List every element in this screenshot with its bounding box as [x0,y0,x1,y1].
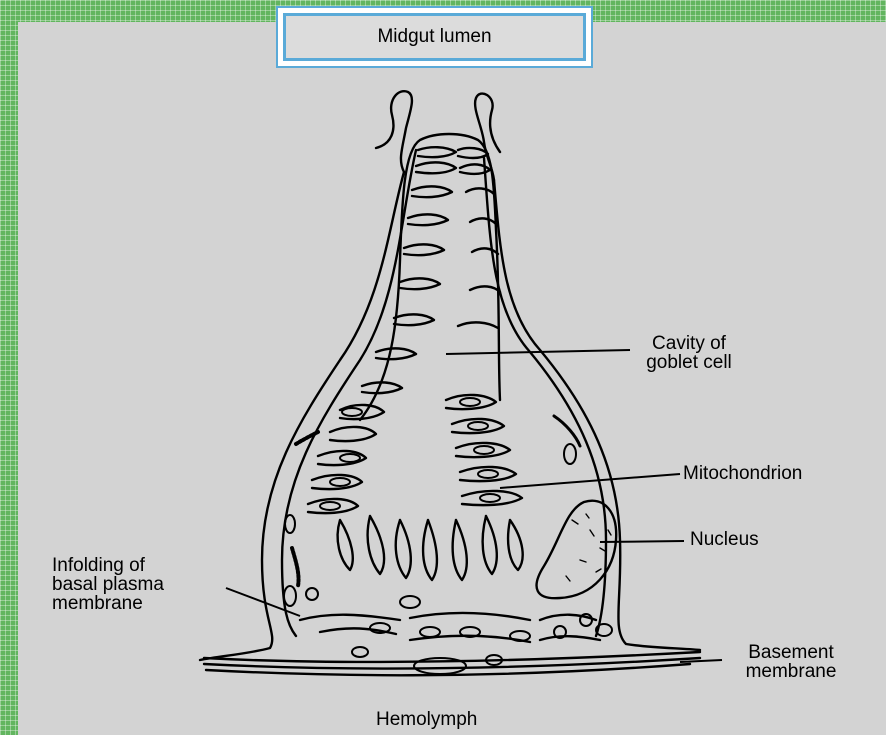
label-basement-line1: Basement [724,643,858,662]
leader-basement [680,660,722,662]
basement-membrane-layers [204,652,700,675]
leader-cavity [446,350,630,354]
left-apical-projection [376,91,412,172]
label-cavity-line2: goblet cell [634,353,744,372]
label-nucleus: Nucleus [690,530,759,549]
label-basement-line2: membrane [724,662,858,681]
cavity-wall [360,134,500,420]
outer-cell-wall [200,172,700,660]
label-hemolymph: Hemolymph [376,710,477,729]
label-infolding-line2: basal plasma [52,575,164,594]
label-cavity: Cavity of goblet cell [634,334,744,372]
lower-folds [308,395,523,580]
label-cavity-line1: Cavity of [634,334,744,353]
label-infolding: Infolding of basal plasma membrane [52,556,164,613]
leader-mitochondrion [500,474,680,488]
er-strip [292,548,299,586]
lysosome-strip [296,432,318,444]
label-infolding-line1: Infolding of [52,556,164,575]
label-mitochondrion: Mitochondrion [683,464,802,483]
leader-nucleus [600,541,684,542]
apical-folds [362,147,500,393]
label-basement: Basement membrane [724,643,858,681]
label-infolding-line3: membrane [52,594,164,613]
